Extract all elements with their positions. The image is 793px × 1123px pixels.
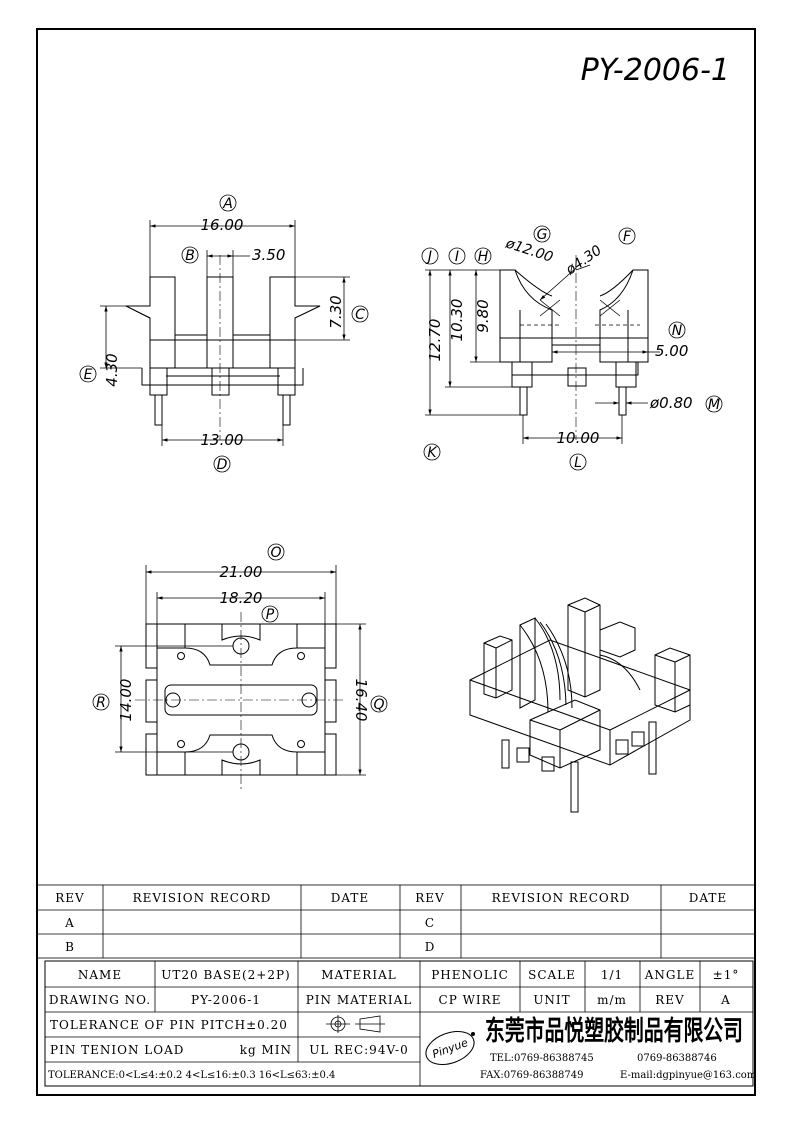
company-logo: Pinyue xyxy=(425,1031,475,1065)
label-c: C xyxy=(355,307,365,323)
dim-phi430: ø4.30 xyxy=(562,242,605,279)
label-k: K xyxy=(427,445,438,461)
label-d: D xyxy=(217,457,228,473)
drawing-no-value: PY-2006-1 xyxy=(191,993,261,1007)
label-j: J xyxy=(425,249,432,265)
rev-header-left: REV xyxy=(55,891,84,905)
company-name: 东莞市品悦塑胶制品有限公司 xyxy=(485,1015,743,1047)
rev-row-a: A xyxy=(64,916,75,930)
unit-value: m/m xyxy=(597,993,627,1007)
dim-16: 16.00 xyxy=(201,216,244,234)
dim-phi080: ø0.80 xyxy=(649,394,693,412)
dim-10: 10.00 xyxy=(557,429,600,447)
side-view: ø12.00 ø4.30 G F 12.70 10.30 9.80 J I H … xyxy=(421,225,723,471)
record-header-right: REVISION RECORD xyxy=(492,891,631,905)
scale-value: 1/1 xyxy=(601,968,623,982)
angle-value: ±1° xyxy=(713,968,740,982)
label-q: Q xyxy=(373,697,384,713)
ul-rec: UL REC:94V-0 xyxy=(309,1043,408,1057)
company-tel: TEL:0769-86388745 xyxy=(490,1053,594,1064)
projection-symbol-icon xyxy=(326,1015,385,1033)
label-r: R xyxy=(96,695,106,711)
front-view: 16.00 A 3.50 B 7.30 C 4.30 E 13.00 D xyxy=(79,194,369,473)
label-o: O xyxy=(270,545,281,561)
drawing-no-label: DRAWING NO. xyxy=(49,993,151,1007)
dim-980: 9.80 xyxy=(474,299,492,332)
dim-1030: 10.30 xyxy=(448,299,466,342)
sheet-border xyxy=(36,28,756,1096)
unit-label: UNIT xyxy=(533,993,570,1007)
title-block: NAME UT20 BASE(2+2P) MATERIAL PHENOLIC S… xyxy=(44,960,757,1087)
material-label: MATERIAL xyxy=(321,968,396,982)
dim-1270: 12.70 xyxy=(426,319,444,362)
rev-row-c: C xyxy=(425,916,435,930)
label-h: H xyxy=(478,249,489,265)
name-label: NAME xyxy=(78,968,122,982)
name-value: UT20 BASE(2+2P) xyxy=(161,968,290,982)
company-fax: FAX:0769-86388749 xyxy=(480,1070,584,1081)
rev-header-right: REV xyxy=(415,891,444,905)
rev-row-d: D xyxy=(425,940,436,954)
pin-tenion-label: PIN TENION LOAD xyxy=(50,1043,184,1057)
label-e: E xyxy=(84,367,93,383)
label-b: B xyxy=(185,248,195,264)
scale-label: SCALE xyxy=(528,968,576,982)
dim-500: 5.00 xyxy=(655,342,688,360)
rev-label: REV xyxy=(655,993,684,1007)
pin-material-value: CP WIRE xyxy=(439,993,502,1007)
dim-14: 14.00 xyxy=(117,679,135,722)
dim-730: 7.30 xyxy=(327,295,345,328)
pin-material-label: PIN MATERIAL xyxy=(306,993,413,1007)
dim-1820: 18.20 xyxy=(220,589,263,607)
rev-value: A xyxy=(720,993,731,1007)
isometric-view xyxy=(469,597,691,813)
tolerance-general: TOLERANCE:0<L≤4:±0.2 4<L≤16:±0.3 16<L≤63… xyxy=(48,1070,335,1081)
rev-row-b: B xyxy=(65,940,75,954)
company-email: E-mail:dgpinyue@163.com xyxy=(620,1070,757,1081)
date-header-left: DATE xyxy=(331,891,369,905)
pin-tenion-value: kg MIN xyxy=(240,1043,292,1057)
record-header-left: REVISION RECORD xyxy=(133,891,272,905)
dim-1640: 16.40 xyxy=(352,679,370,722)
label-g: G xyxy=(537,227,548,243)
angle-label: ANGLE xyxy=(644,968,695,982)
label-m: M xyxy=(708,397,720,413)
label-i: I xyxy=(455,249,459,265)
label-a: A xyxy=(222,196,233,212)
label-l: L xyxy=(574,455,582,471)
material-value: PHENOLIC xyxy=(431,968,509,982)
bottom-view: 21.00 O 18.20 P 14.00 R 16.40 Q xyxy=(92,543,388,790)
label-f: F xyxy=(623,229,632,245)
dim-21: 21.00 xyxy=(220,563,263,581)
tolerance-pin-pitch: TOLERANCE OF PIN PITCH±0.20 xyxy=(50,1018,288,1032)
label-n: N xyxy=(672,323,683,339)
dim-13: 13.00 xyxy=(201,431,244,449)
dim-350: 3.50 xyxy=(252,246,285,264)
date-header-right: DATE xyxy=(689,891,727,905)
revision-table: REV REVISION RECORD DATE REV REVISION RE… xyxy=(36,884,756,959)
label-p: P xyxy=(266,607,275,623)
dim-430: 4.30 xyxy=(103,353,121,386)
drawing-number: PY-2006-1 xyxy=(581,53,730,88)
company-tel2: 0769-86388746 xyxy=(637,1053,717,1064)
